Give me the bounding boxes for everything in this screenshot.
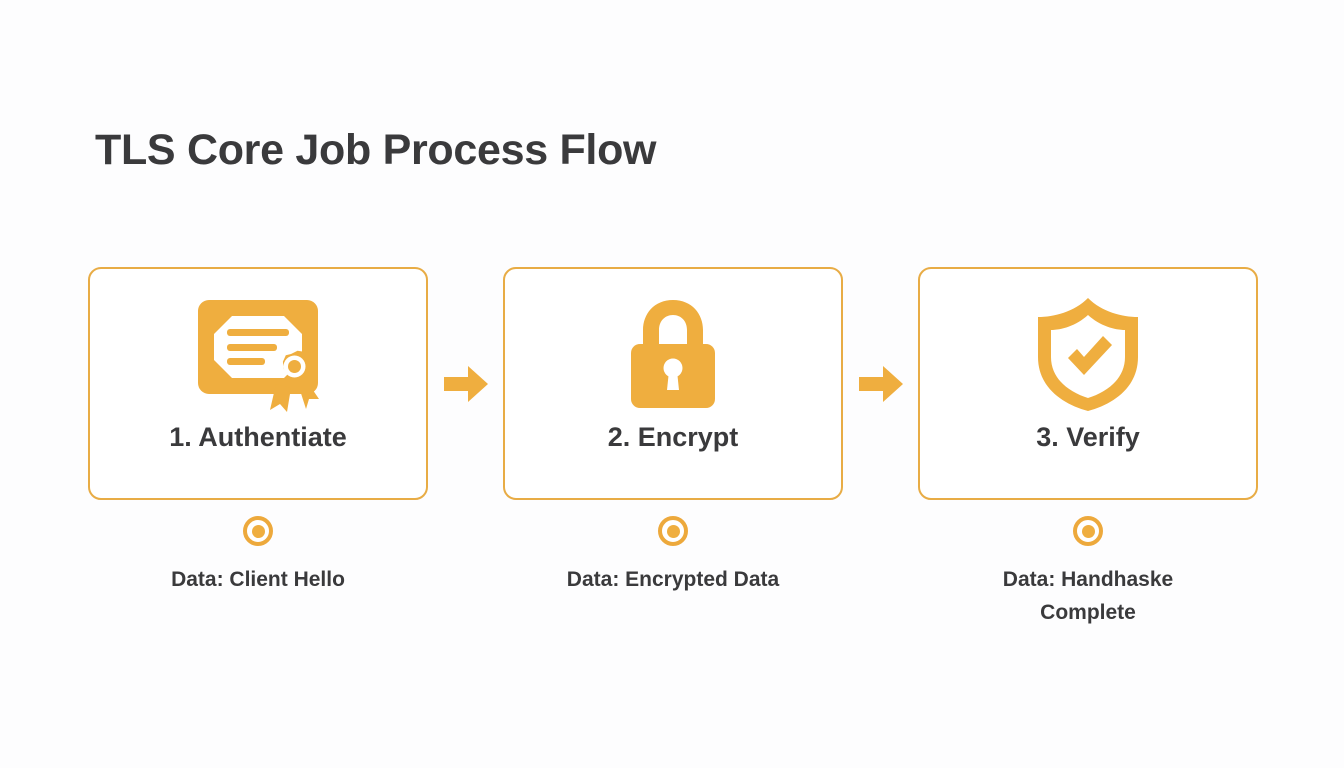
flow-step-encrypt: 2. Encrypt Data: Encrypted Data [503,267,843,596]
ring-marker-authenticate [243,516,273,546]
ring-marker-verify [1073,516,1103,546]
arrow-right-icon [428,267,503,500]
step-card-verify[interactable]: 3. Verify [918,267,1258,500]
step-card-authenticate[interactable]: 1. Authentiate [88,267,428,500]
certificate-icon [194,295,322,413]
step-label-encrypt: 2. Encrypt [607,422,739,452]
ring-marker-dot [251,524,265,538]
padlock-icon [618,295,728,413]
step-caption-verify: Data: Handhaske Complete [1002,568,1174,625]
ring-marker-dot [1081,524,1095,538]
arrow-right-icon [843,267,918,500]
step-card-encrypt[interactable]: 2. Encrypt [503,267,843,500]
flow-step-authenticate: 1. Authentiate Data: Client Hello [88,267,428,596]
ring-marker-dot [666,524,680,538]
page-title: TLS Core Job Process Flow [95,126,657,174]
step-label-verify: 3. Verify [1036,422,1140,452]
ring-marker-encrypt [658,516,688,546]
step-caption-encrypt: Data: Encrypted Data [566,568,780,591]
process-flow-diagram: 1. Authentiate Data: Client Hello [88,267,1258,629]
flow-step-verify: 3. Verify Data: Handhaske Complete [918,267,1258,629]
step-caption-authenticate: Data: Client Hello [171,568,345,591]
step-label-authenticate: 1. Authentiate [169,422,347,452]
shield-check-icon [1032,295,1144,413]
